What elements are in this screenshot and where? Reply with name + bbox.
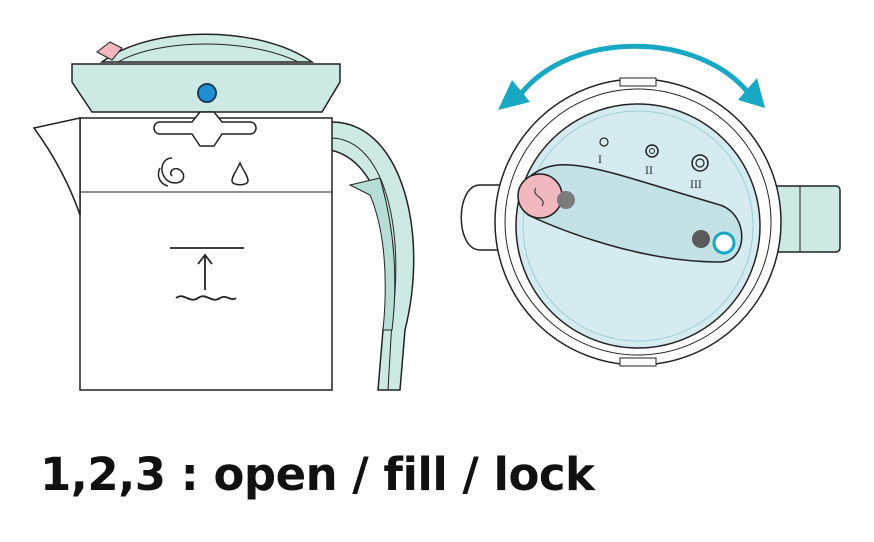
kettle-spout bbox=[32, 117, 81, 216]
position-3-icon bbox=[691, 154, 709, 172]
lid-indicator-dot bbox=[197, 83, 217, 103]
kettle-lid-dome bbox=[99, 33, 315, 63]
steam-swirl-icon bbox=[157, 157, 185, 187]
lid-position-marks: I II III bbox=[598, 137, 709, 191]
lid-blue-ring bbox=[712, 231, 736, 255]
rotate-arrow-left-head bbox=[498, 80, 530, 110]
water-drop-icon bbox=[231, 161, 249, 186]
lid-keyhole-slot bbox=[153, 111, 257, 147]
rotate-arrow-right-head bbox=[738, 78, 765, 108]
knob-swirl-icon bbox=[534, 187, 544, 207]
lid-lever bbox=[527, 164, 743, 263]
lid-gray-dot-right bbox=[692, 230, 710, 248]
caption: 1,2,3 : open / fill / lock bbox=[40, 448, 595, 501]
position-1-label: I bbox=[598, 155, 602, 166]
position-1-icon bbox=[599, 137, 609, 147]
kettle-side-view bbox=[32, 33, 415, 391]
kettle-body bbox=[79, 117, 333, 391]
position-3-label: III bbox=[690, 180, 702, 191]
position-2-label: II bbox=[645, 166, 653, 177]
lid-gray-dot-left bbox=[557, 191, 575, 209]
max-fill-icon bbox=[170, 247, 244, 301]
rotate-arrow bbox=[518, 43, 752, 97]
lid-knob bbox=[517, 173, 563, 219]
position-2-icon bbox=[645, 144, 659, 158]
kettle-diagram: I II III bbox=[32, 33, 841, 391]
lid-tab bbox=[96, 41, 123, 61]
kettle-handle-grip bbox=[348, 177, 396, 331]
lid-top-view: I II III bbox=[460, 43, 841, 367]
lid-left-nub bbox=[460, 184, 505, 251]
